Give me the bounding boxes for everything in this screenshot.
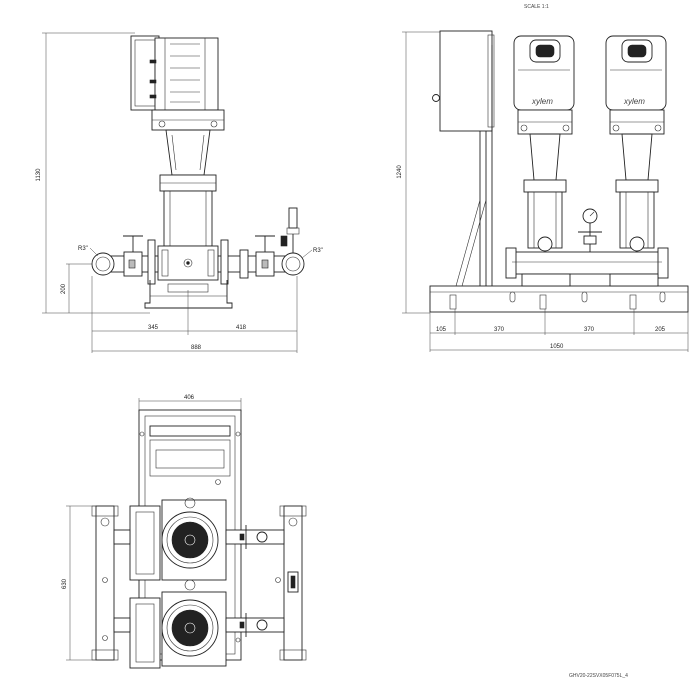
- side-dim-total: 1050: [550, 344, 564, 350]
- front-height-dim: 1130: [36, 168, 42, 182]
- front-dim-total: 888: [191, 345, 202, 351]
- left-thread-label: R3": [78, 246, 88, 252]
- brand-label-1: xylem: [531, 97, 553, 106]
- front-view: 1130 200: [36, 32, 323, 353]
- top-depth-dim: 630: [62, 578, 68, 589]
- side-dim-4: 205: [655, 327, 666, 333]
- front-dim-right: 418: [236, 325, 247, 331]
- scale-label: SCALE 1:1: [524, 4, 549, 10]
- side-dim-3: 370: [584, 327, 595, 333]
- side-dim-2: 370: [494, 327, 505, 333]
- front-inlet-height-dim: 200: [61, 283, 67, 294]
- right-thread-label: R3": [313, 248, 323, 254]
- top-view: 406: [62, 395, 307, 669]
- side-view: 1240 xylem: [397, 30, 689, 352]
- brand-label-2: xylem: [623, 97, 645, 106]
- side-dim-1: 105: [436, 327, 447, 333]
- side-height-dim: 1240: [397, 165, 403, 179]
- front-dim-left: 345: [148, 325, 159, 331]
- top-width-dim: 406: [184, 395, 195, 401]
- drawing-code: GHV20-22SVX05F075L_4: [569, 673, 628, 679]
